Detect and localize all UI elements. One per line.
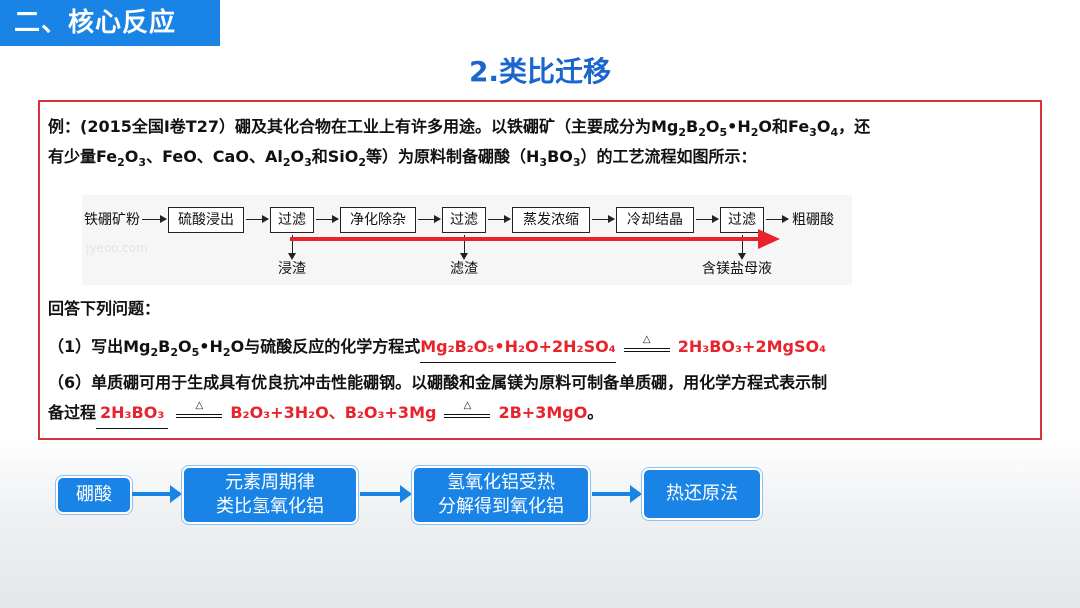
q6-text: （6）单质硼可用于生成具有优良抗冲击性能硼钢。以硼酸和金属镁为原料可制备单质硼，… (48, 373, 828, 392)
flow-arrow (766, 215, 789, 223)
byproduct-leach-residue: 浸渣 (278, 261, 306, 277)
example-problem-box: 例：(2015全国I卷T27）硼及其化合物在工业上有许多用途。以铁硼矿（主要成分… (38, 100, 1042, 440)
flow-drop-arrowhead (460, 253, 468, 260)
heat-symbol: △ (195, 399, 204, 411)
flow-step-crystallize: 冷却结晶 (616, 207, 694, 233)
watermark: jyeoo.com (86, 241, 148, 255)
flow-arrow (246, 215, 269, 223)
flow-step-filter-2: 过滤 (442, 207, 486, 233)
q6-answer-2-right: 2B+3MgO (498, 403, 588, 422)
problem-text-2c: 和SiO (311, 147, 359, 166)
flow-drop-line (292, 235, 293, 255)
q1-answer-right: 2H₃BO₃+2MgSO₄ (677, 337, 827, 356)
problem-text-2b: 、FeO、CaO、Al (146, 147, 283, 166)
reasoning-chain: 硼酸 元素周期律 类比氢氧化铝 氢氧化铝受热 分解得到氧化铝 热还原法 (0, 466, 1080, 526)
q6-suffix: 。 (587, 403, 604, 422)
flow-step-filter-1: 过滤 (270, 207, 314, 233)
flow-step-evaporate: 蒸发浓缩 (512, 207, 590, 233)
flow-arrow (592, 215, 615, 223)
flow-arrow (142, 215, 167, 223)
heat-symbol: △ (642, 333, 651, 345)
heat-condition: △ (176, 399, 223, 425)
heat-condition: △ (444, 399, 491, 425)
chain-arrow (132, 485, 182, 503)
questions-header: 回答下列问题： (48, 299, 161, 318)
problem-text-2d: 等）为原料制备硼酸（H (366, 147, 540, 166)
flow-drop-arrowhead (738, 253, 746, 260)
chain-box-thermal-decomposition: 氢氧化铝受热 分解得到氧化铝 (414, 468, 588, 522)
section-badge: 二、核心反应 (0, 0, 220, 46)
flow-step-filter-3: 过滤 (720, 207, 764, 233)
highlight-arrow-line (290, 237, 760, 241)
flow-step-purify: 净化除杂 (340, 207, 416, 233)
flow-drop-line (742, 235, 743, 255)
flow-step-leach: 硫酸浸出 (168, 207, 244, 233)
flow-drop-arrowhead (288, 253, 296, 260)
flow-start: 铁硼矿粉 (84, 212, 140, 228)
flow-arrow (316, 215, 339, 223)
question-6: （6）单质硼可用于生成具有优良抗冲击性能硼钢。以硼酸和金属镁为原料可制备单质硼，… (48, 368, 1033, 429)
highlight-arrow-head (758, 229, 780, 249)
q6-answer-1-left: 2H₃BO₃ (100, 403, 165, 422)
problem-text-1c: ，还 (838, 117, 871, 136)
page-title: 2.类比迁移 (468, 55, 612, 88)
chain-arrow (360, 485, 412, 503)
question-1: （1）写出Mg2B2O5•H2O与硫酸反应的化学方程式Mg₂B₂O₅•H₂O+2… (48, 332, 1033, 363)
heat-condition: △ (623, 333, 670, 359)
q1-prefix: （1）写出Mg (48, 337, 151, 356)
q1-text: 与硫酸反应的化学方程式 (244, 337, 421, 356)
problem-text-2a: 有少量Fe (48, 147, 118, 166)
q6-answer-1-right: B₂O₃+3H₂O、B₂O₃+3Mg (230, 403, 437, 422)
chain-box-thermal-reduction: 热还原法 (644, 470, 760, 518)
flow-arrow (696, 215, 719, 223)
problem-statement: 例：(2015全国I卷T27）硼及其化合物在工业上有许多用途。以铁硼矿（主要成分… (48, 117, 871, 170)
chain-box-periodic-analogy: 元素周期律 类比氢氧化铝 (184, 468, 356, 522)
problem-text-1b: 和Fe (772, 117, 810, 136)
flow-arrow (488, 215, 511, 223)
flow-row: 铁硼矿粉 硫酸浸出 过滤 净化除杂 过滤 蒸发浓缩 冷却结晶 过滤 粗硼酸 (82, 205, 852, 235)
byproduct-mother-liquor: 含镁盐母液 (702, 261, 772, 277)
chain-box-boric-acid: 硼酸 (58, 478, 130, 512)
q6-prefix: 备过程 (48, 403, 97, 422)
process-flowchart: jyeoo.com 铁硼矿粉 硫酸浸出 过滤 净化除杂 过滤 蒸发浓缩 冷却结晶… (82, 195, 852, 285)
flow-arrow (418, 215, 441, 223)
q1-answer-left: Mg₂B₂O₅•H₂O+2H₂SO₄ (420, 332, 616, 363)
problem-text-2e: ）的工艺流程如图所示： (580, 147, 757, 166)
problem-text-1a: 例：(2015全国I卷T27）硼及其化合物在工业上有许多用途。以铁硼矿（主要成分… (48, 117, 679, 136)
chain-arrow (592, 485, 642, 503)
heat-symbol: △ (463, 399, 472, 411)
flow-end: 粗硼酸 (792, 212, 834, 228)
byproduct-filter-residue: 滤渣 (450, 261, 478, 277)
flow-drop-line (464, 235, 465, 255)
